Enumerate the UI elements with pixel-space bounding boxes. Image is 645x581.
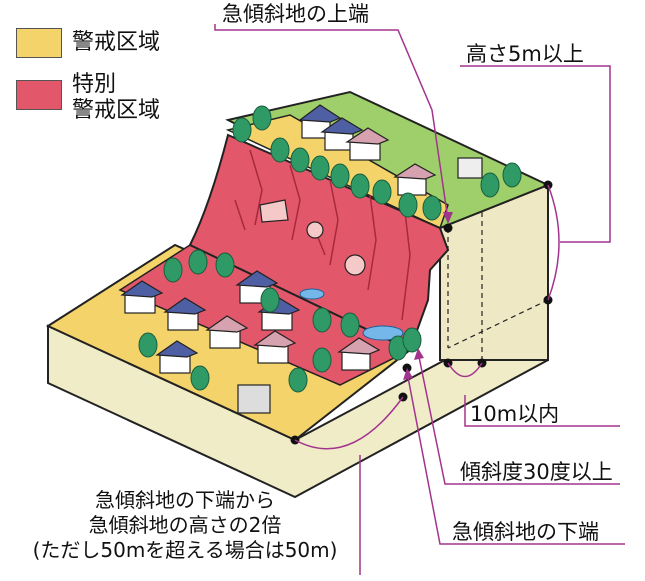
caution-zone-swatch [16,28,62,58]
slope-bottom-label: 急傾斜地の下端 [452,520,599,544]
house [205,315,249,349]
note-line1: 急傾斜地の下端から [95,488,275,512]
cliff-cracks [234,149,411,321]
dashed-guides [447,212,549,362]
house [298,104,342,139]
note-line3: (ただし50mを超える場合は50m) [32,538,338,562]
special-zone-label-line2: 警戒区域 [72,98,161,123]
house [393,163,437,196]
within-10m-label: 10m以内 [470,402,560,426]
incline-label: 傾斜度30度以上 [460,460,613,484]
leader-lines [214,24,625,575]
note-line2: 急傾斜地の高さの2倍 [88,513,282,537]
cliff-face [188,133,450,352]
house [345,127,390,161]
measurement-arcs [294,184,560,450]
trees [138,105,522,393]
house [320,117,364,151]
slope-top-label: 急傾斜地の上端 [222,2,369,26]
height-label: 高さ5m以上 [466,42,584,66]
zone-width-note: 急傾斜地の下端から 急傾斜地の高さの2倍 (ただし50mを超える場合は50m) [0,488,370,563]
caution-zone-label: 警戒区域 [72,30,161,55]
special-zone-swatch [16,80,62,110]
special-zone-label-line1: 特別 [72,72,117,97]
houses [120,104,483,414]
house [163,297,207,331]
water-pools [299,288,404,341]
arrow-heads [403,212,453,380]
house [337,337,381,371]
house [457,157,483,179]
house [237,384,271,414]
house [120,280,164,314]
house [253,330,297,364]
cliff-rocks [259,199,366,276]
house [155,340,199,374]
